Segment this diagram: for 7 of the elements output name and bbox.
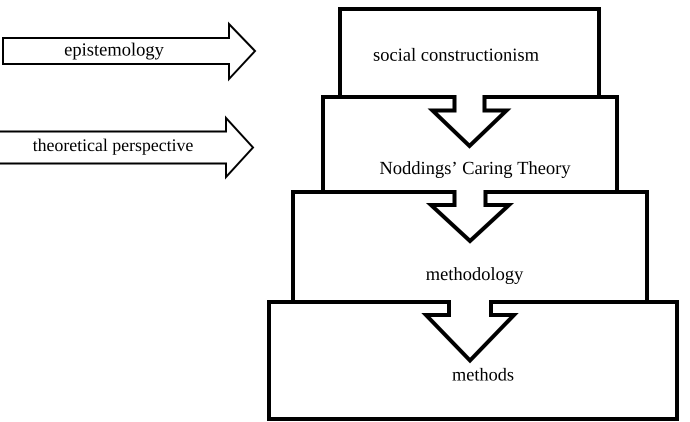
level-box: methodology [291,190,649,304]
block-arrow [428,93,512,149]
level-box: methods [267,300,679,421]
block-arrow [421,298,519,364]
level-box: social constructionism [338,7,601,99]
block-arrow [426,188,514,244]
level-box: Noddings’ Caring Theory [321,95,619,194]
